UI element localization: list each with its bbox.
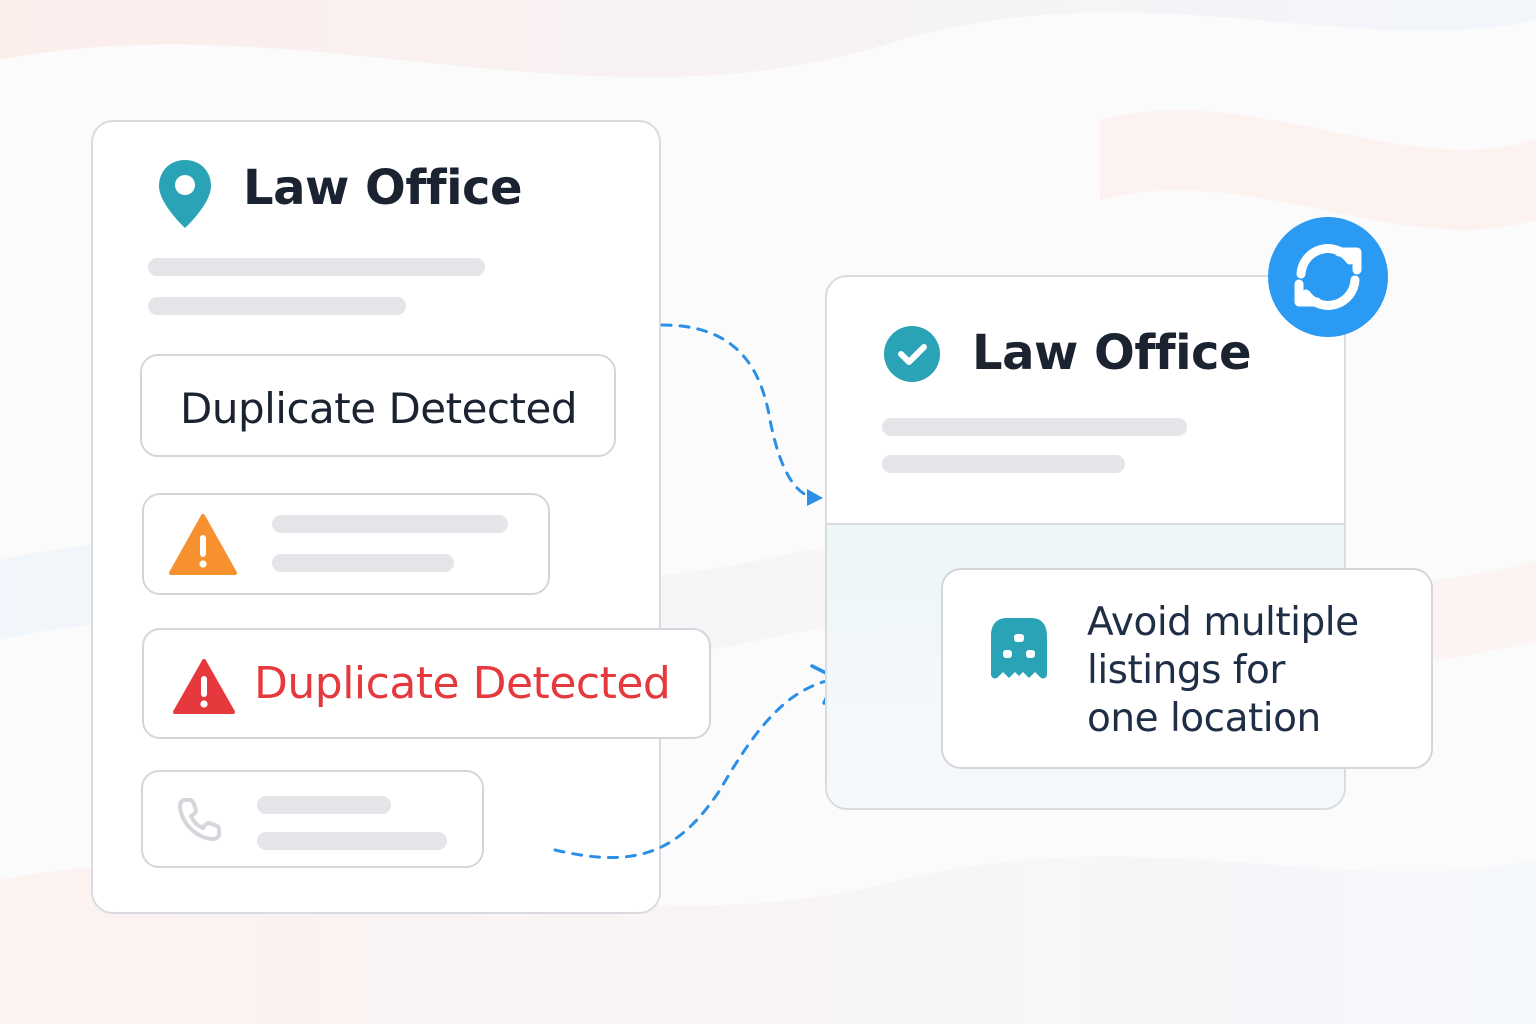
placeholder-line — [148, 258, 485, 276]
duplicate-alert-label: Duplicate Detected — [254, 658, 671, 709]
alert-triangle-icon — [173, 659, 235, 714]
warning-row[interactable] — [142, 493, 550, 595]
tip-text-line-2: listings for — [1087, 648, 1285, 693]
tip-text-line-1: Avoid multiple — [1087, 600, 1359, 645]
check-circle-icon — [884, 326, 940, 382]
left-card-title: Law Office — [243, 160, 523, 216]
tip-text-line-3: one location — [1087, 696, 1321, 741]
phone-row[interactable] — [141, 770, 484, 868]
duplicate-status-pill[interactable]: Duplicate Detected — [140, 354, 616, 457]
warning-triangle-icon — [169, 514, 237, 575]
right-card-title: Law Office — [972, 325, 1252, 381]
placeholder-line — [272, 554, 454, 572]
tip-callout: Avoid multiple listings for one location — [941, 568, 1433, 769]
placeholder-line — [257, 832, 447, 850]
phone-icon — [178, 798, 221, 841]
listing-icon — [991, 618, 1047, 679]
placeholder-line — [272, 515, 508, 533]
placeholder-line — [148, 297, 406, 315]
location-pin-icon — [159, 160, 211, 228]
placeholder-line — [882, 418, 1187, 436]
placeholder-line — [257, 796, 391, 814]
duplicate-status-label: Duplicate Detected — [180, 384, 578, 433]
placeholder-line — [882, 455, 1125, 473]
sync-icon[interactable] — [1267, 216, 1389, 338]
duplicate-alert-banner[interactable]: Duplicate Detected — [142, 628, 711, 739]
